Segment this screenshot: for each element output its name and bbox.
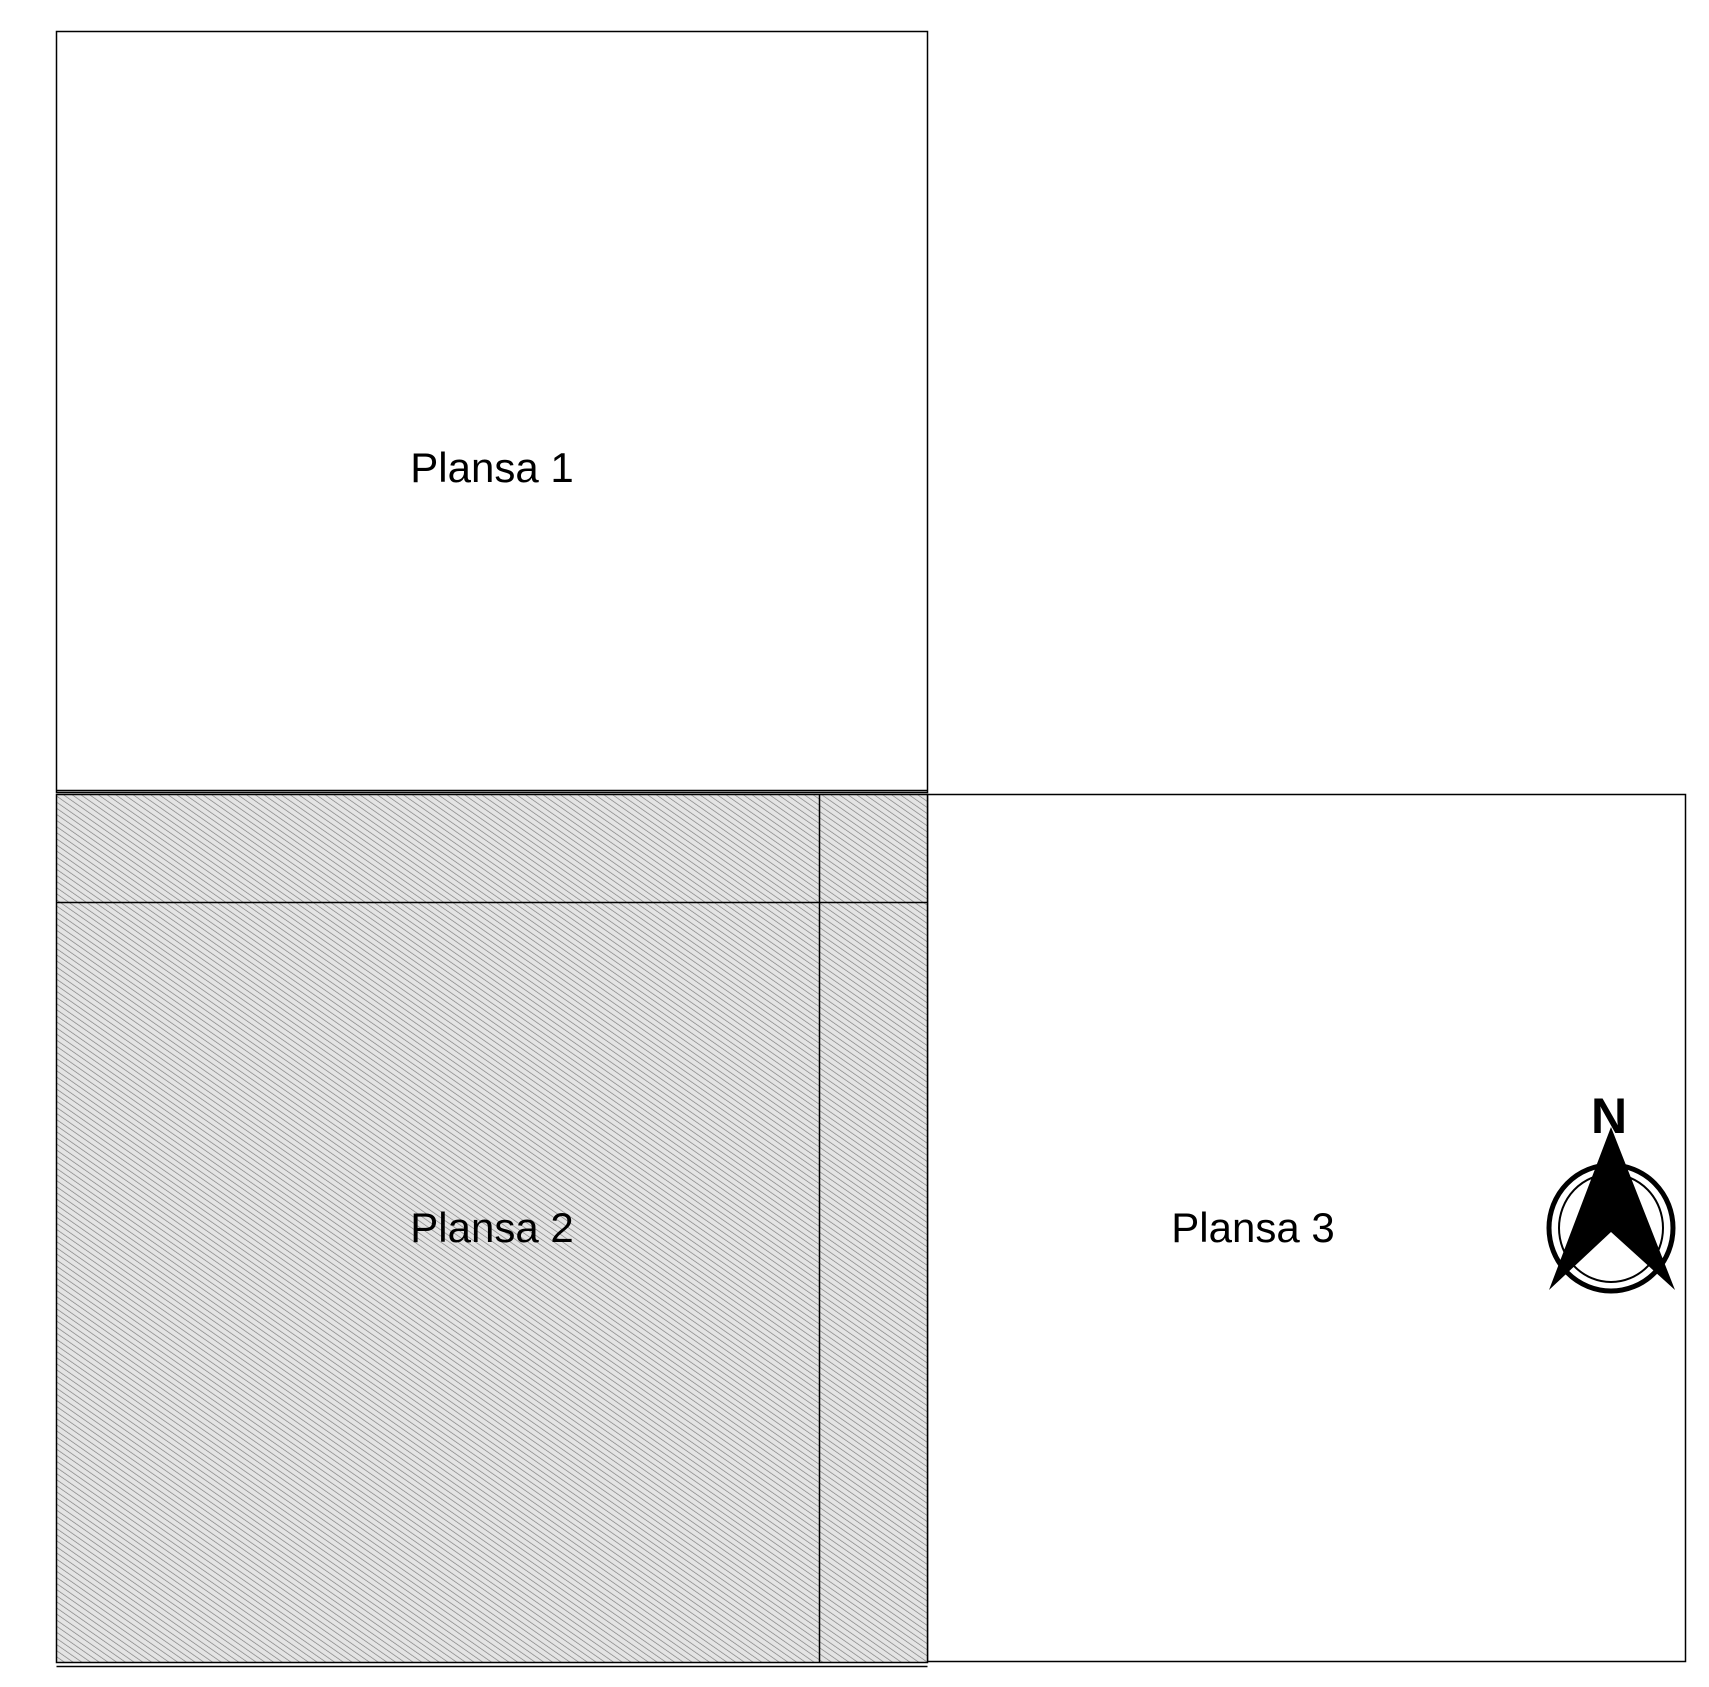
north-arrow-pointer	[1549, 1127, 1675, 1290]
sheet-3: Plansa 3	[926, 793, 1687, 1663]
sheet-1: Plansa 1	[55, 30, 929, 794]
sheet-2-hatch-fill	[56, 794, 928, 1663]
sheet-2-label: Plansa 2	[410, 1204, 573, 1251]
sheet-2: Plansa 2	[55, 789, 929, 1668]
sheet-2-frame	[55, 793, 929, 1664]
sheet-1-frame	[55, 30, 929, 794]
sheet-1-label: Plansa 1	[410, 444, 573, 491]
sheet-3-label: Plansa 3	[1171, 1204, 1334, 1251]
north-arrow-icon: N	[1546, 1088, 1676, 1294]
